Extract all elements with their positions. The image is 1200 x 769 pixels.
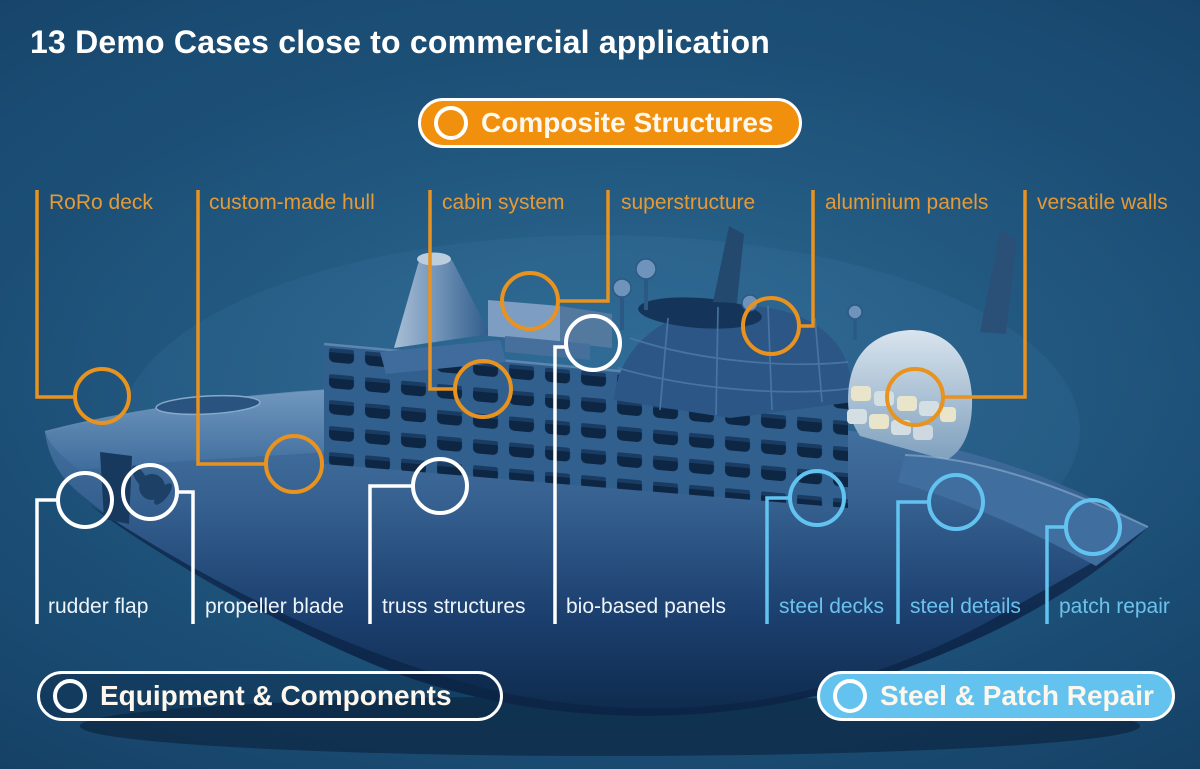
roro-deck-marker-circle: [73, 367, 131, 425]
equipment-ring-icon: [53, 679, 87, 713]
rudder-and-propeller: [100, 452, 172, 524]
label-cabin-system: cabin system: [442, 191, 565, 214]
badge-steel-patch-repair: Steel & Patch Repair: [817, 671, 1175, 721]
badge-steel-label: Steel & Patch Repair: [880, 680, 1154, 711]
label-truss-structures: truss structures: [382, 595, 526, 618]
label-steel-decks: steel decks: [779, 595, 885, 618]
steel-details-connector: [896, 500, 929, 624]
propeller-blade-marker-circle: [121, 463, 179, 521]
versatile-walls-marker-circle: [885, 367, 945, 427]
aluminium-panels-connector: [799, 190, 815, 328]
rudder-flap-connector: [35, 498, 58, 624]
rudder-flap-marker-circle: [56, 471, 114, 529]
label-patch-repair: patch repair: [1059, 595, 1170, 618]
label-roro-deck: RoRo deck: [49, 191, 153, 214]
composite-markers: [73, 271, 945, 494]
equipment-markers: [56, 314, 622, 529]
steel-decks-marker-circle: [788, 469, 846, 527]
propeller-blade-connector: [177, 490, 195, 624]
custom-made-hull-marker-circle: [264, 434, 324, 494]
deck-hatch: [155, 394, 261, 416]
badge-composite-structures: Composite Structures: [418, 98, 802, 148]
steel-ring-icon: [833, 679, 867, 713]
superstructure-connector: [558, 190, 610, 303]
steel-decks-connector: [765, 496, 790, 624]
label-versatile-walls: versatile walls: [1037, 191, 1168, 214]
equipment-connectors: [35, 345, 566, 624]
cabin-system-connector: [428, 190, 455, 391]
superstructure-marker-circle: [500, 271, 560, 331]
patch-repair-connector: [1045, 525, 1066, 624]
steel-details-marker-circle: [927, 473, 985, 531]
dome-superstructure: [614, 297, 853, 418]
bio-based-panels-connector: [553, 345, 566, 624]
page-title: 13 Demo Cases close to commercial applic…: [30, 24, 770, 60]
funnel: [380, 252, 506, 374]
custom-made-hull-connector: [196, 190, 266, 466]
label-propeller-blade: propeller blade: [205, 595, 344, 618]
label-superstructure: superstructure: [621, 191, 756, 214]
truss-structures-connector: [368, 484, 413, 624]
composite-ring-icon: [434, 106, 468, 140]
label-custom-made-hull: custom-made hull: [209, 191, 375, 214]
masts: [612, 226, 1017, 340]
label-bio-based-panels: bio-based panels: [566, 595, 726, 618]
label-steel-details: steel details: [910, 595, 1021, 618]
steel-markers: [788, 469, 1122, 556]
badge-equipment-components: Equipment & Components: [37, 671, 503, 721]
patch-repair-marker-circle: [1064, 498, 1122, 556]
truss-structures-marker-circle: [411, 457, 469, 515]
cabin-system-marker-circle: [453, 359, 513, 419]
steel-connectors: [765, 496, 1066, 624]
roro-deck-connector: [35, 190, 75, 399]
versatile-walls-connector: [943, 190, 1027, 399]
label-rudder-flap: rudder flap: [48, 595, 149, 618]
composite-connectors: [35, 190, 1027, 466]
aluminium-panels-marker-circle: [741, 296, 801, 356]
bio-based-panels-marker-circle: [564, 314, 622, 372]
badge-composite-label: Composite Structures: [481, 107, 774, 138]
badge-equipment-label: Equipment & Components: [100, 680, 452, 711]
label-aluminium-panels: aluminium panels: [825, 191, 989, 214]
